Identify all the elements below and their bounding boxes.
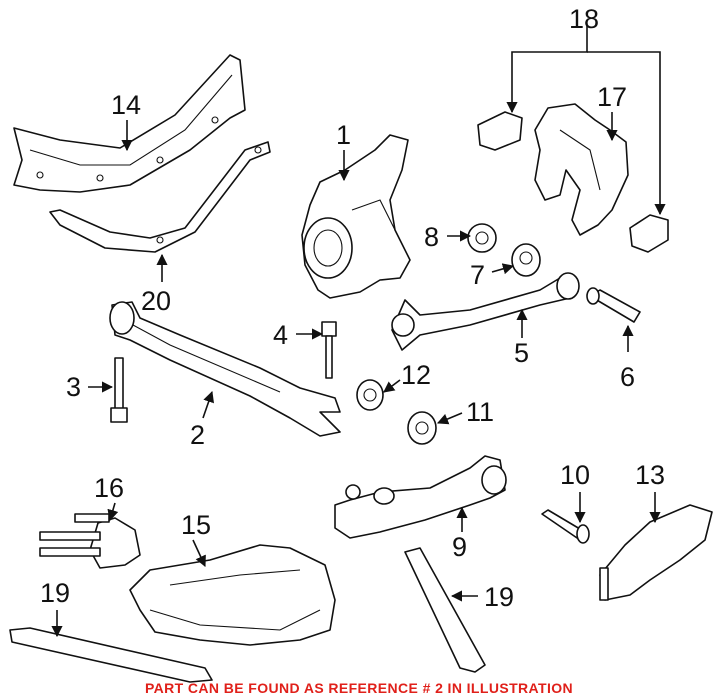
callout-19-left: 19 [40, 578, 70, 608]
callout-6: 6 [620, 362, 635, 392]
callout-15: 15 [181, 510, 211, 540]
part-19-strip-left[interactable] [9, 627, 213, 683]
part-14-crossmember[interactable] [13, 54, 246, 193]
callout-14: 14 [111, 90, 141, 120]
callout-labels: 14 20 1 18 17 8 7 5 6 4 3 2 12 11 10 13 … [40, 4, 665, 612]
part-6-bolt[interactable] [586, 287, 641, 323]
callout-2: 2 [190, 420, 205, 450]
part-18-mount-right[interactable] [629, 214, 669, 253]
callout-10: 10 [560, 460, 590, 490]
callout-5: 5 [514, 338, 529, 368]
callout-12: 12 [401, 360, 431, 390]
callout-7: 7 [470, 260, 485, 290]
part-17-bracket[interactable] [534, 103, 629, 236]
part-5-link[interactable] [391, 272, 580, 351]
part-11-bushing[interactable] [407, 411, 437, 445]
part-20-brace[interactable] [49, 141, 271, 253]
callout-18: 18 [569, 4, 599, 34]
part-7-bushing[interactable] [511, 243, 541, 277]
part-12-bushing[interactable] [356, 379, 384, 411]
part-19-strip-right[interactable] [404, 547, 486, 673]
part-8-bushing[interactable] [467, 223, 497, 253]
part-10-bolt[interactable] [541, 509, 590, 544]
leader-lines [51, 25, 666, 638]
callout-13: 13 [635, 460, 665, 490]
footer-note: PART CAN BE FOUND AS REFERENCE # 2 IN IL… [144, 680, 574, 696]
part-3-bolt[interactable] [110, 357, 128, 423]
part-1-knuckle[interactable] [301, 134, 411, 299]
callout-4: 4 [273, 320, 288, 350]
callout-16: 16 [94, 473, 124, 503]
part-13-bracket[interactable] [599, 504, 713, 601]
part-2-trailing-arm[interactable] [109, 301, 341, 437]
callout-17: 17 [597, 82, 627, 112]
callout-19-right: 19 [484, 582, 514, 612]
callout-1: 1 [336, 120, 351, 150]
callout-3: 3 [66, 372, 81, 402]
part-9-control-arm[interactable] [334, 455, 507, 539]
part-16-bracket[interactable] [39, 513, 141, 569]
callout-9: 9 [452, 532, 467, 562]
callout-20: 20 [141, 286, 171, 316]
part-18-mount-left[interactable] [477, 111, 523, 151]
callout-11: 11 [466, 397, 494, 427]
part-15-shield[interactable] [129, 544, 336, 646]
part-4-bolt[interactable] [321, 321, 337, 379]
callout-8: 8 [424, 222, 439, 252]
